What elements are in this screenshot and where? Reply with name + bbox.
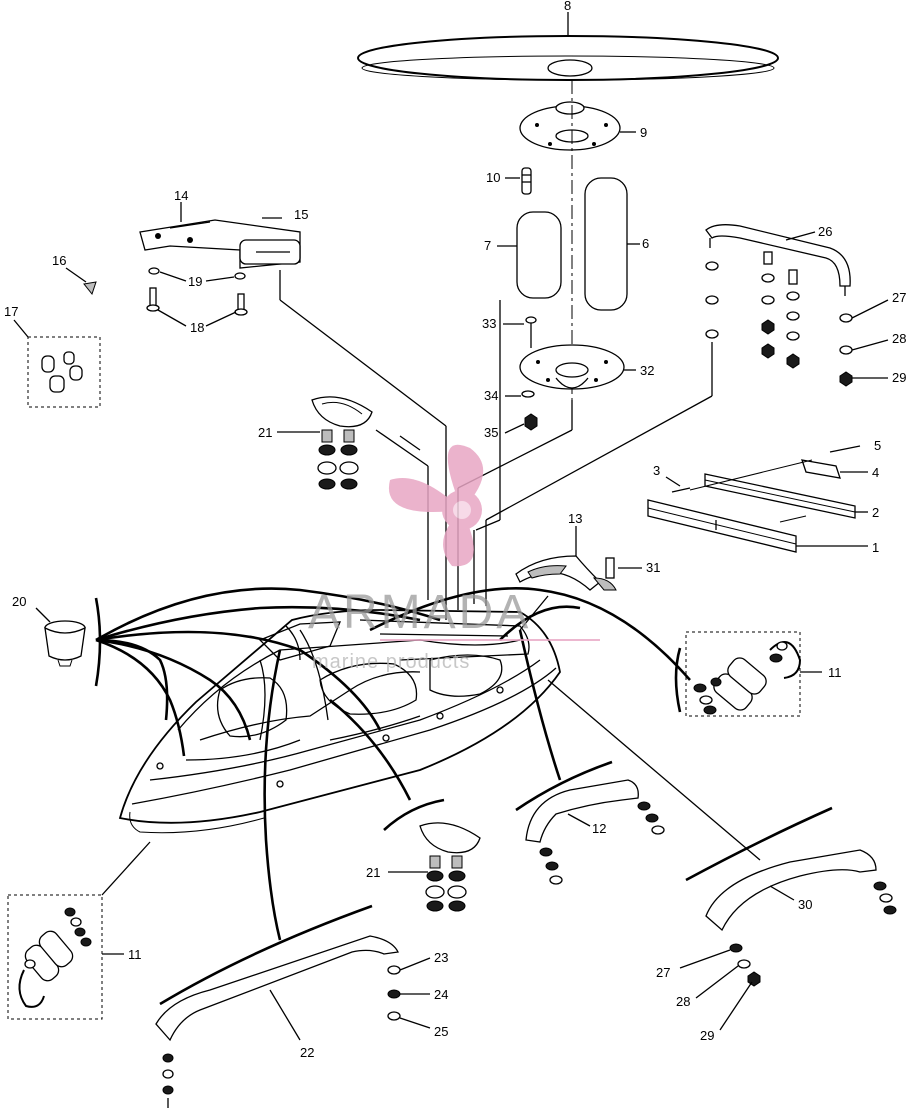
callout-5: 5	[874, 438, 881, 453]
watermark-tagline: marine products	[312, 651, 470, 673]
tow-eye-kit-left	[18, 907, 92, 1008]
horn-bracket	[515, 555, 617, 591]
callout-28-top: 28	[892, 331, 906, 346]
callout-11-left: 11	[128, 947, 142, 962]
tow-eye-kit-right	[693, 641, 802, 715]
callout-15: 15	[294, 207, 308, 222]
tow-eye-kit-box-right	[685, 631, 801, 717]
screw-33	[525, 316, 537, 348]
callout-16: 16	[52, 253, 66, 268]
nut-35	[524, 413, 538, 431]
callout-18: 18	[190, 320, 204, 335]
callout-27-top: 27	[892, 290, 906, 305]
callout-33: 33	[482, 316, 496, 331]
callout-12: 12	[592, 821, 606, 836]
callout-20: 20	[12, 594, 26, 609]
rail-1	[647, 499, 797, 553]
upper-mount-plate	[519, 101, 621, 151]
callout-27-bottom: 27	[656, 965, 670, 980]
callout-28-bottom: 28	[676, 994, 690, 1009]
callout-2: 2	[872, 505, 879, 520]
propeller-logo-icon	[388, 444, 484, 567]
callout-29-bottom: 29	[700, 1028, 714, 1043]
clip-4	[801, 459, 841, 479]
cleat-top	[311, 396, 373, 490]
callout-10: 10	[486, 170, 500, 185]
cup-holder	[44, 620, 86, 667]
armada-watermark: ARMADA marine products	[308, 444, 600, 673]
hardware-kit	[41, 351, 83, 393]
callout-22: 22	[300, 1045, 314, 1060]
washer-23	[387, 965, 401, 975]
callout-21-bottom: 21	[366, 865, 380, 880]
callout-3: 3	[653, 463, 660, 478]
bolt-18b	[234, 293, 248, 316]
callout-1: 1	[872, 540, 879, 555]
washer-34	[521, 390, 535, 398]
callout-9: 9	[640, 125, 647, 140]
callout-30: 30	[798, 897, 812, 912]
bimini-canvas	[357, 12, 779, 81]
callout-11-right: 11	[828, 665, 842, 680]
rail-30	[685, 806, 897, 987]
rail-22	[155, 904, 399, 1108]
handrail-hardware-right	[839, 313, 853, 387]
callout-25: 25	[434, 1024, 448, 1039]
callout-6: 6	[642, 236, 649, 251]
callout-35: 35	[484, 425, 498, 440]
callout-13: 13	[568, 511, 582, 526]
lower-mount-plate	[519, 344, 625, 390]
callout-21-top: 21	[258, 425, 272, 440]
handrail-26	[705, 224, 851, 296]
pin	[521, 167, 532, 195]
callout-labels: 1 2 3 4 5 6 7 8 9 10 11 11 12 13 14 15 1…	[4, 0, 906, 1060]
callout-32: 32	[640, 363, 654, 378]
light-bracket	[139, 219, 301, 269]
handrail-hardware-mid	[761, 251, 800, 369]
callout-4: 4	[872, 465, 879, 480]
cylinder-6	[584, 177, 628, 311]
callout-7: 7	[484, 238, 491, 253]
boat-hull	[118, 609, 561, 834]
callout-29-top: 29	[892, 370, 906, 385]
lock-washer-24	[387, 989, 401, 999]
tow-eye-kit-box-left	[7, 894, 103, 1020]
callout-19: 19	[188, 274, 202, 289]
grab-rail-12	[515, 760, 665, 885]
hardware-kit-box	[27, 336, 101, 408]
callout-23: 23	[434, 950, 448, 965]
callout-24: 24	[434, 987, 448, 1002]
nut-25	[387, 1011, 401, 1021]
bolt-18a	[146, 287, 160, 312]
callout-26: 26	[818, 224, 832, 239]
washer-19a	[148, 267, 160, 275]
handrail-hardware-left	[705, 261, 719, 339]
cleat-bottom	[383, 798, 481, 912]
screw-3	[671, 487, 691, 493]
knob-16	[83, 281, 97, 296]
callout-17: 17	[4, 304, 18, 319]
callout-31: 31	[646, 560, 660, 575]
cylinder-7	[516, 211, 562, 299]
callout-14: 14	[174, 188, 188, 203]
callout-34: 34	[484, 388, 498, 403]
washer-19b	[234, 272, 246, 280]
watermark-brand: ARMADA	[308, 586, 531, 639]
rail-2	[704, 473, 856, 519]
callout-8: 8	[564, 0, 571, 13]
